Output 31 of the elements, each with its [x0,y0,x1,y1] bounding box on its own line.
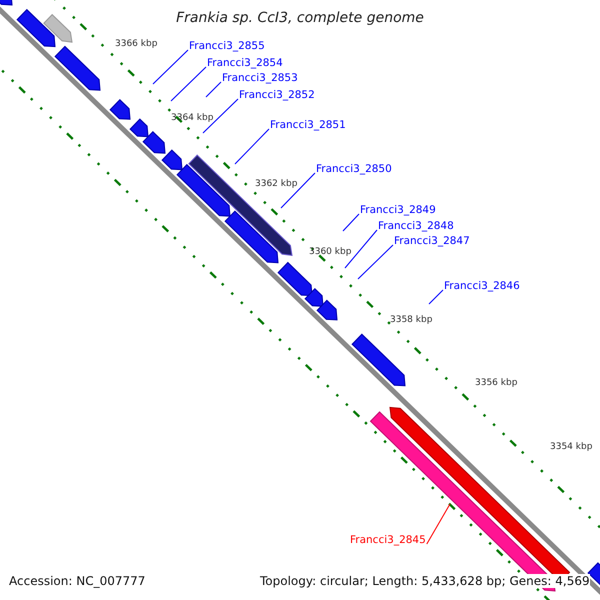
gene-label: Francci3_2846 [444,280,520,292]
map-title: Frankia sp. CcI3, complete genome [175,10,425,26]
position-label: 3362 kbp [255,178,298,190]
leader-line [428,290,444,304]
gene-label: Francci3_2854 [207,57,283,69]
gene-label: Francci3_2849 [360,204,436,216]
leader-line [152,50,188,84]
accession-text: Accession: NC_007777 [9,574,146,588]
position-label: 3360 kbp [309,246,352,258]
position-label: 3366 kbp [115,38,158,50]
gene-label: Francci3_2845 [350,534,426,546]
gene-label: Francci3_2851 [270,119,346,131]
leader-line [234,128,270,164]
leader-line [206,82,222,98]
leader-line [344,230,378,268]
genome-stats-text: Topology: circular; Length: 5,433,628 bp; Genes: 4,569 [260,574,590,588]
gene-label: Francci3_2848 [378,220,454,232]
leader-line [202,98,238,134]
leader-line [358,244,394,280]
position-label: 3354 kbp [550,442,592,452]
position-label: 3358 kbp [390,314,432,326]
gene-label: Francci3_2852 [239,89,315,101]
leader-line [342,214,360,232]
gene-label: Francci3_2855 [189,40,265,52]
leader-line [170,66,206,102]
gene-label: Francci3_2853 [222,72,298,84]
position-label: 3356 kbp [475,378,518,388]
gene-label: Francci3_2850 [316,163,392,175]
leader-line [426,504,450,544]
gene-label: Francci3_2847 [394,235,470,247]
leader-line [280,172,316,208]
